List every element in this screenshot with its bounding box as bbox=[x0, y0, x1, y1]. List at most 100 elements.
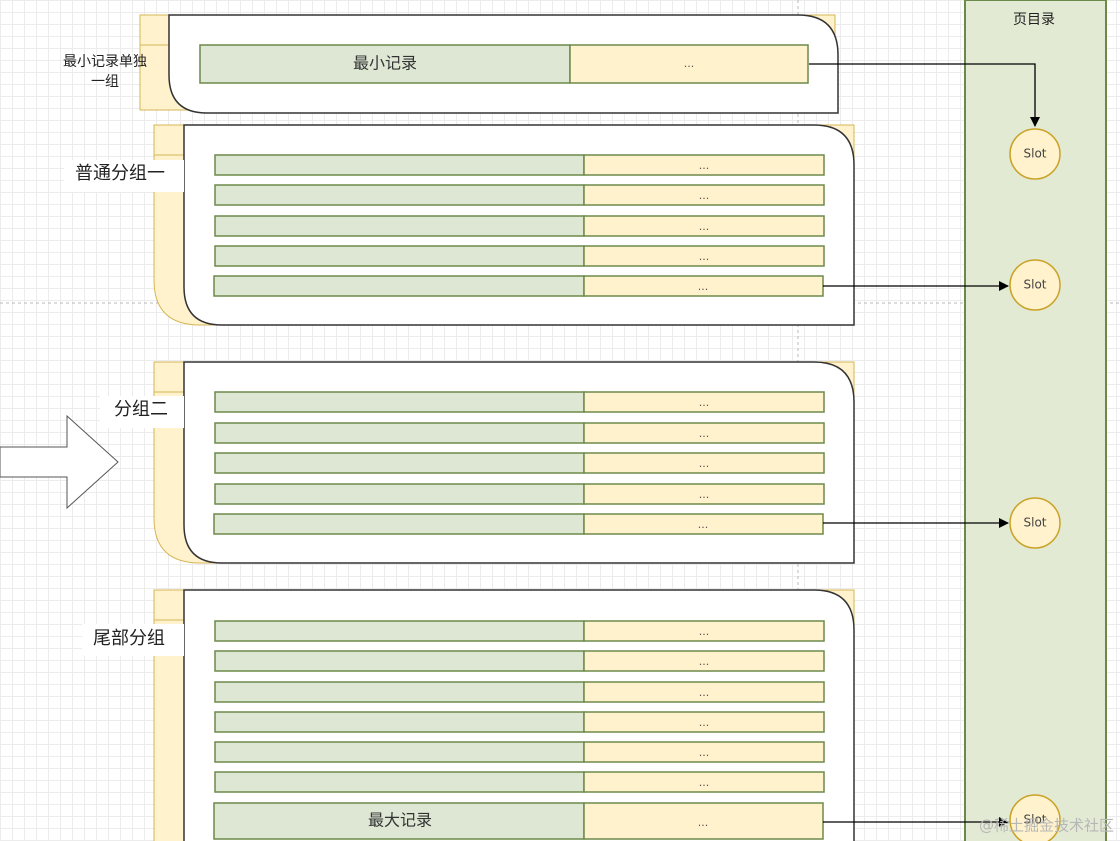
slot-label: Slot bbox=[1024, 278, 1047, 292]
record-ellipsis: ... bbox=[699, 457, 710, 470]
record-left bbox=[214, 620, 585, 642]
label-mask bbox=[64, 160, 184, 192]
record-ellipsis: ... bbox=[684, 57, 695, 70]
group-label: 尾部分组 bbox=[93, 628, 165, 649]
record-right bbox=[583, 741, 825, 763]
record-right bbox=[583, 802, 824, 840]
record-right bbox=[583, 391, 825, 413]
group-label: 分组二 bbox=[114, 399, 168, 420]
record-right bbox=[583, 422, 825, 444]
record-left bbox=[214, 215, 585, 237]
record-row: ... bbox=[214, 741, 825, 763]
record-row: ... bbox=[213, 513, 824, 535]
group-tab bbox=[153, 589, 185, 621]
slot-circle bbox=[1009, 128, 1061, 180]
group-tab bbox=[139, 14, 170, 46]
record-left bbox=[214, 452, 585, 474]
record-ellipsis: ... bbox=[699, 189, 710, 202]
record-ellipsis: ... bbox=[699, 655, 710, 668]
record-ellipsis: ... bbox=[699, 427, 710, 440]
record-left bbox=[214, 184, 585, 206]
record-ellipsis: ... bbox=[698, 280, 709, 293]
record-right bbox=[583, 154, 825, 176]
record-row: ... bbox=[214, 483, 825, 505]
record-left bbox=[214, 391, 585, 413]
group-min-record: 最小记录单独 一组 最小记录 ... bbox=[63, 14, 839, 114]
record-row: ... bbox=[214, 771, 825, 793]
record-row: ... bbox=[214, 184, 825, 206]
record-row-max: 最大记录 ... bbox=[213, 802, 824, 840]
record-ellipsis: ... bbox=[699, 250, 710, 263]
slot-label: Slot bbox=[1024, 147, 1047, 161]
group-tab bbox=[153, 361, 185, 393]
slot-circle bbox=[1009, 497, 1061, 549]
record-left bbox=[214, 650, 585, 672]
record-row: ... bbox=[214, 711, 825, 733]
record-ellipsis: ... bbox=[699, 488, 710, 501]
record-ellipsis: ... bbox=[699, 625, 710, 638]
record-row: ... bbox=[214, 681, 825, 703]
record-ellipsis: ... bbox=[699, 396, 710, 409]
record-left bbox=[213, 802, 585, 840]
record-row: ... bbox=[214, 452, 825, 474]
record-left bbox=[214, 711, 585, 733]
connector-arrow bbox=[809, 63, 1040, 127]
record-right bbox=[583, 771, 825, 793]
record-row: ... bbox=[214, 215, 825, 237]
record-right bbox=[583, 483, 825, 505]
record-label-min: 最小记录 bbox=[353, 54, 417, 73]
right-arrow-icon bbox=[0, 414, 119, 510]
record-ellipsis: ... bbox=[699, 776, 710, 789]
slot: Slot bbox=[1009, 497, 1061, 549]
slot: Slot bbox=[1009, 259, 1061, 311]
watermark: @稀土掘金技术社区 bbox=[979, 817, 1114, 835]
record-right bbox=[583, 681, 825, 703]
slot-circle bbox=[1009, 794, 1061, 841]
record-right bbox=[583, 215, 825, 237]
label-mask bbox=[82, 624, 184, 656]
record-left bbox=[214, 483, 585, 505]
record-row: ... bbox=[214, 620, 825, 642]
record-ellipsis: ... bbox=[699, 746, 710, 759]
page-directory-title: 页目录 bbox=[1013, 12, 1055, 28]
group-two: 分组二 ... ... ... ... ... bbox=[100, 361, 855, 564]
record-row: ... bbox=[214, 391, 825, 413]
record-row: ... bbox=[214, 154, 825, 176]
record-left bbox=[214, 154, 585, 176]
record-row: ... bbox=[214, 245, 825, 267]
record-label-max: 最大记录 bbox=[368, 811, 432, 830]
record-ellipsis: ... bbox=[699, 159, 710, 172]
record-right bbox=[583, 184, 825, 206]
record-right bbox=[583, 650, 825, 672]
record-row: ... bbox=[213, 275, 824, 297]
record-left bbox=[214, 681, 585, 703]
record-ellipsis: ... bbox=[699, 220, 710, 233]
group-label-line1: 最小记录单独 bbox=[63, 54, 147, 70]
record-right bbox=[583, 711, 825, 733]
slot: Slot bbox=[1009, 794, 1061, 841]
record-left bbox=[213, 275, 585, 297]
record-left bbox=[214, 245, 585, 267]
record-ellipsis: ... bbox=[699, 716, 710, 729]
record-right bbox=[583, 620, 825, 642]
slot: Slot bbox=[1009, 128, 1061, 180]
record-right bbox=[583, 452, 825, 474]
slot-label: Slot bbox=[1024, 516, 1047, 530]
record-right bbox=[583, 513, 824, 535]
group-label-line2: 一组 bbox=[91, 74, 119, 90]
record-ellipsis: ... bbox=[699, 686, 710, 699]
page-directory-column bbox=[964, 0, 1107, 841]
record-right bbox=[583, 245, 825, 267]
record-left bbox=[214, 741, 585, 763]
slot-circle bbox=[1009, 259, 1061, 311]
record-left bbox=[214, 771, 585, 793]
record-left bbox=[213, 513, 585, 535]
record-right bbox=[569, 44, 809, 84]
group-tab bbox=[153, 124, 185, 156]
record-ellipsis: ... bbox=[698, 518, 709, 531]
group-tail: 尾部分组 ... ... ... ... ... bbox=[82, 589, 855, 841]
slot-label: Slot bbox=[1024, 813, 1047, 827]
record-row: ... bbox=[214, 650, 825, 672]
group-normal-one: 普通分组一 ... ... ... ... ... bbox=[64, 124, 855, 326]
